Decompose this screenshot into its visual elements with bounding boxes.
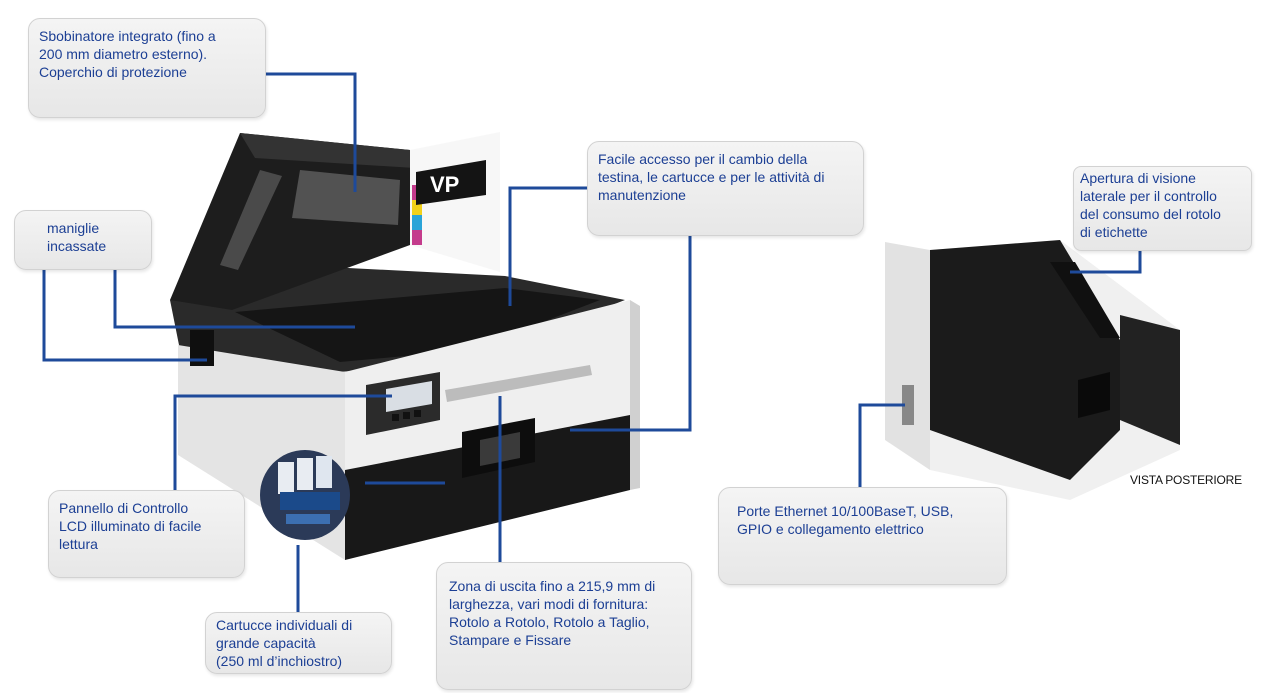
rear-view-label: VISTA POSTERIORE: [1130, 473, 1242, 487]
callout-cartridges: Cartucce individuali di grande capacità …: [205, 612, 392, 674]
callout-output: Zona di uscita fino a 215,9 mm di larghe…: [436, 562, 692, 690]
callout-side-window: Apertura di visione laterale per il cont…: [1073, 166, 1252, 251]
callout-handles-line-2: incassate: [47, 238, 107, 254]
callout-control-panel-line-2: LCD illuminato di facile: [59, 518, 202, 534]
callout-side-window-line-4: di etichette: [1080, 224, 1148, 240]
callout-access: Facile accesso per il cambio della testi…: [587, 141, 864, 236]
callout-side-window-line-1: Apertura di visione: [1080, 170, 1196, 186]
callout-output-line-4: Stampare e Fissare: [449, 632, 572, 648]
callout-access-line-2: testina, le cartucce e per le attività d…: [598, 169, 825, 185]
connector-control-panel: [173, 394, 392, 490]
connector-unwinder: [266, 72, 357, 192]
connector-handles-side: [42, 270, 207, 362]
callout-access-line-3: manutenzione: [598, 187, 686, 203]
callout-control-panel-line-3: lettura: [59, 536, 98, 552]
connector-access-top: [508, 186, 587, 306]
callout-access-line-1: Facile accesso per il cambio della: [598, 151, 808, 167]
connector-side-window: [1070, 251, 1142, 274]
connector-handles-top: [113, 270, 355, 329]
callout-cartridges-line-1: Cartucce individuali di: [216, 617, 353, 633]
callout-unwinder: Sbobinatore integrato (fino a 200 mm dia…: [28, 18, 266, 118]
callout-ports: Porte Ethernet 10/100BaseT, USB, GPIO e …: [718, 487, 1007, 585]
callout-ports-line-1: Porte Ethernet 10/100BaseT, USB,: [737, 503, 954, 519]
callout-output-line-3: Rotolo a Rotolo, Rotolo a Taglio,: [449, 614, 650, 630]
callout-control-panel-line-1: Pannello di Controllo: [59, 500, 189, 516]
callout-unwinder-line-3: Coperchio di protezione: [39, 64, 187, 80]
callout-output-line-2: larghezza, vari modi di fornitura:: [449, 596, 649, 612]
callout-cartridges-line-3: (250 ml d’inchiostro): [216, 653, 343, 669]
callout-unwinder-line-1: Sbobinatore integrato (fino a: [39, 28, 216, 44]
callout-side-window-line-3: del consumo del rotolo: [1080, 206, 1221, 222]
front-printer: [170, 132, 640, 560]
callout-cartridges-line-2: grande capacità: [216, 635, 316, 651]
callout-output-line-1: Zona di uscita fino a 215,9 mm di: [449, 578, 656, 594]
callout-ports-line-2: GPIO e collegamento elettrico: [737, 521, 924, 537]
vp-logo: VP: [430, 172, 459, 197]
callout-handles-line-1: maniglie: [47, 220, 100, 236]
callout-side-window-line-2: laterale per il controllo: [1080, 188, 1217, 204]
rear-printer: [885, 240, 1180, 500]
connector-access: [570, 236, 692, 432]
callout-handles: maniglie incassate: [14, 210, 152, 270]
connector-lines: [42, 72, 1142, 612]
cartridges-detail-image: [260, 450, 350, 540]
callout-unwinder-line-2: 200 mm diametro esterno).: [39, 46, 208, 62]
connector-ports: [858, 403, 905, 487]
callout-control-panel: Pannello di Controllo LCD illuminato di …: [48, 490, 245, 578]
